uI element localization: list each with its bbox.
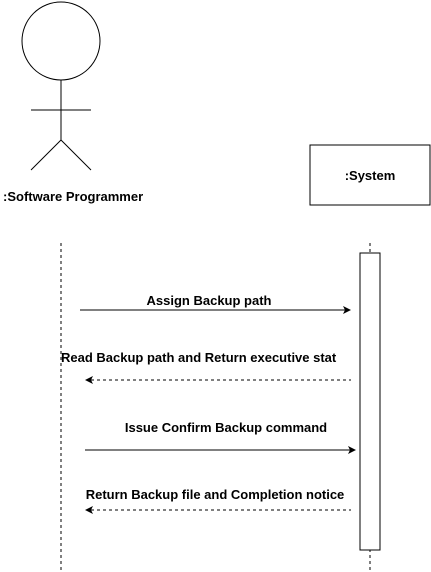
- message-label: Assign Backup path: [147, 293, 272, 308]
- actor-label: :Software Programmer: [3, 189, 143, 204]
- actor-stick-figure: [21, 1, 101, 171]
- system-label: :System: [345, 168, 396, 183]
- actor-right-leg: [60, 139, 92, 171]
- message-issue-confirm-backup: Issue Confirm Backup command: [85, 420, 356, 454]
- system-activation-bar: [359, 252, 381, 551]
- message-return-backup-file: Return Backup file and Completion notice: [85, 487, 351, 514]
- message-label: Read Backup path and Return executive st…: [61, 350, 337, 365]
- arrowhead-icon: [85, 376, 93, 384]
- arrowhead-icon: [348, 446, 356, 454]
- message-assign-backup-path: Assign Backup path: [80, 293, 351, 314]
- message-label: Issue Confirm Backup command: [125, 420, 327, 435]
- message-read-backup-path: Read Backup path and Return executive st…: [61, 350, 351, 384]
- arrowhead-icon: [85, 506, 93, 514]
- system-box: [309, 144, 431, 206]
- actor-left-leg: [30, 139, 62, 171]
- actor-head: [21, 1, 101, 81]
- arrowhead-icon: [343, 306, 351, 314]
- message-label: Return Backup file and Completion notice: [86, 487, 345, 502]
